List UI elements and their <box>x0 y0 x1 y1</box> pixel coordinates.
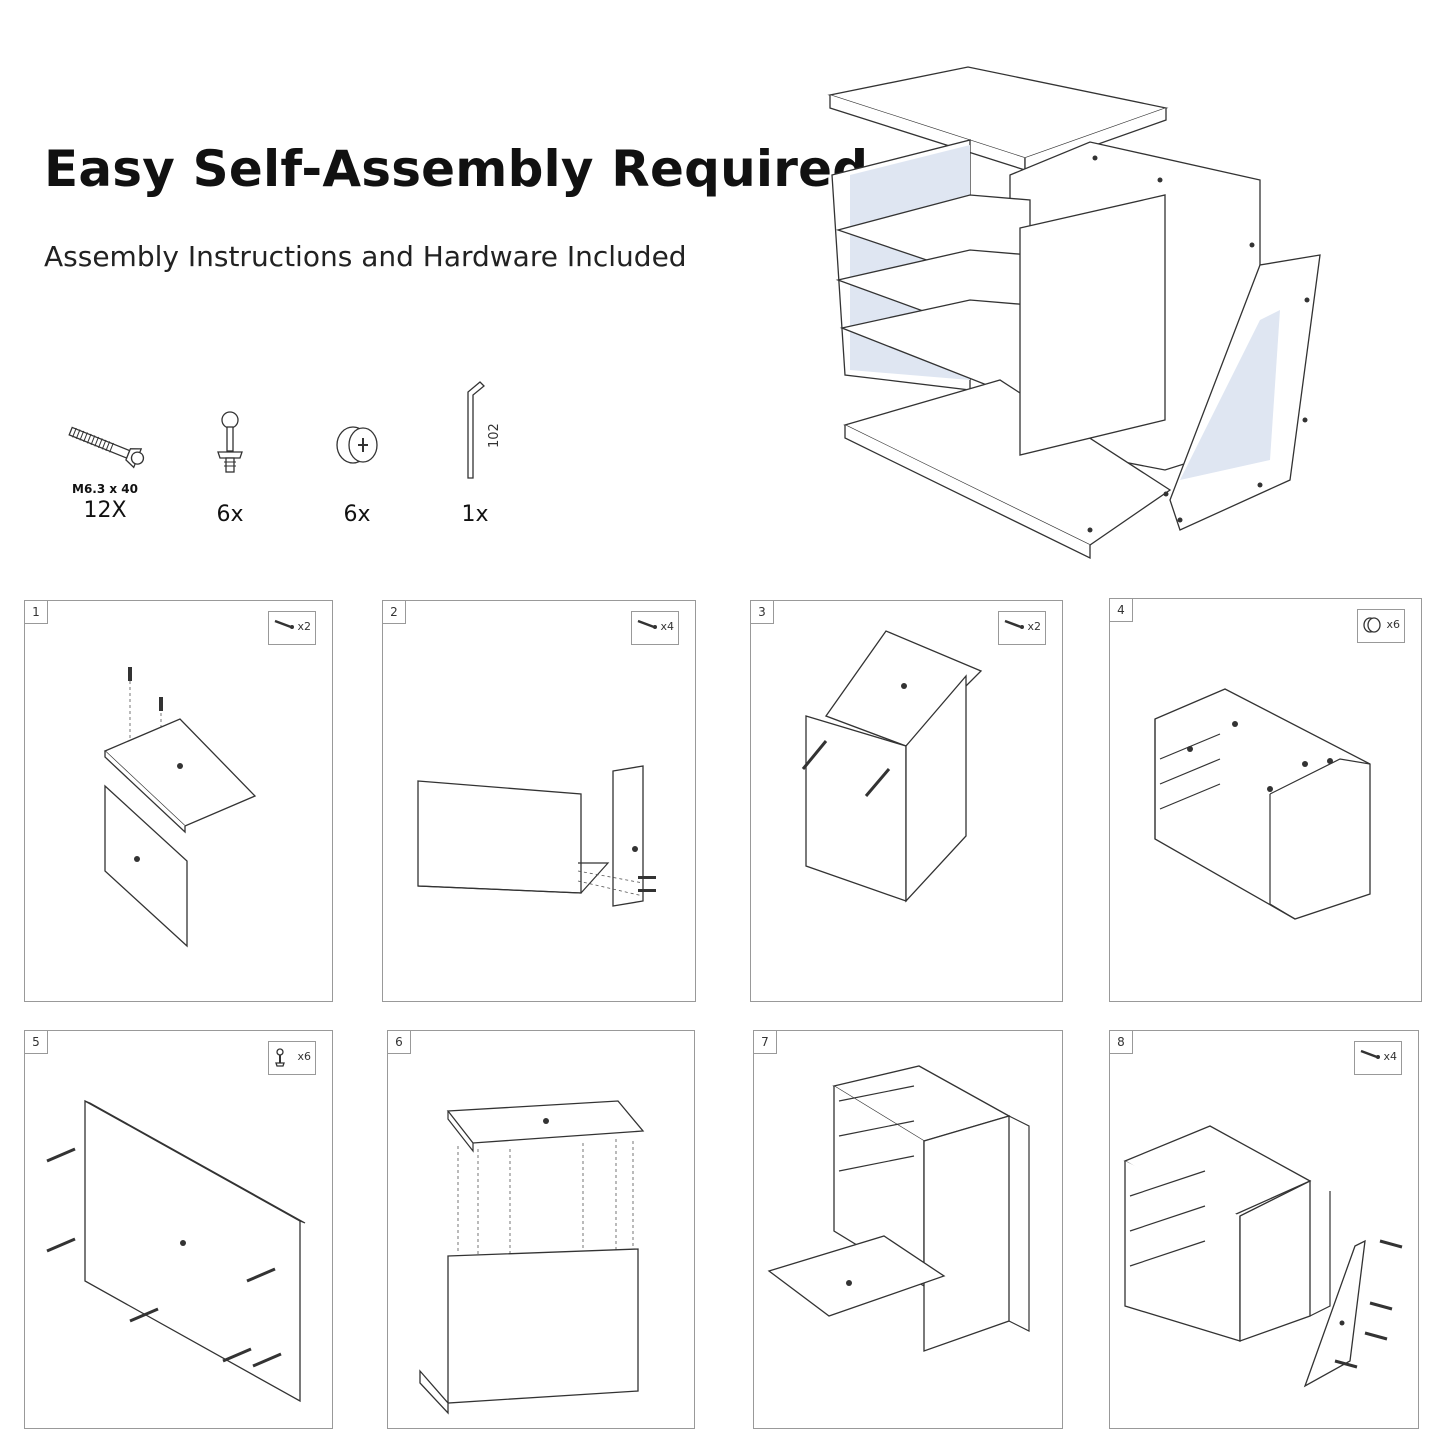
step-hardware-badge: x6 <box>268 1041 316 1075</box>
step-6-panel: 6 <box>387 1030 695 1429</box>
step-number: 5 <box>25 1031 48 1054</box>
step-hardware-count: x4 <box>1383 1050 1397 1063</box>
hardware-item-screw: M6.3 x 40 12X <box>60 410 150 523</box>
step-5-illustration <box>46 1099 306 1403</box>
step-hardware-badge: x4 <box>1354 1041 1402 1075</box>
step-5-panel: 5 x6 <box>24 1030 333 1429</box>
hardware-qty: 6x <box>343 502 371 527</box>
cam-bolt-icon <box>275 1048 285 1067</box>
screw-icon <box>1360 1049 1380 1059</box>
step-3-panel: 3 x2 <box>750 600 1063 1002</box>
step-2-panel: 2 x4 <box>382 600 696 1002</box>
hardware-spec: M6.3 x 40 <box>72 482 138 496</box>
hardware-item-allen-key: 102 1x <box>440 378 510 527</box>
allen-key-size: 102 <box>487 423 502 448</box>
hardware-qty: 12X <box>83 498 127 523</box>
page-title: Easy Self-Assembly Required <box>44 140 869 198</box>
step-number: 4 <box>1110 599 1133 622</box>
step-hardware-count: x4 <box>660 620 674 633</box>
screw-icon <box>274 619 294 629</box>
step-8-panel: 8 x4 <box>1109 1030 1419 1429</box>
step-number: 1 <box>25 601 48 624</box>
hardware-item-cam-bolt: 6x <box>200 408 260 527</box>
step-3-illustration <box>801 630 983 903</box>
step-hardware-count: x6 <box>297 1050 311 1063</box>
step-hardware-badge: x6 <box>1357 609 1405 643</box>
step-hardware-count: x6 <box>1386 618 1400 631</box>
step-number: 7 <box>754 1031 777 1054</box>
step-1-panel: 1 x2 <box>24 600 333 1002</box>
step-7-panel: 7 <box>753 1030 1063 1429</box>
long-screw-icon <box>68 426 145 469</box>
step-1-illustration <box>103 667 257 948</box>
allen-key-icon: 102 <box>467 381 502 479</box>
step-4-illustration <box>1154 688 1371 920</box>
hardware-item-cam-nut: 6x <box>325 420 389 527</box>
step-number: 6 <box>388 1031 411 1054</box>
screw-icon <box>1004 619 1024 629</box>
step-8-illustration <box>1123 1125 1403 1388</box>
step-hardware-count: x2 <box>1027 620 1041 633</box>
step-4-panel: 4 x6 <box>1109 598 1422 1002</box>
step-7-illustration <box>767 1065 1030 1352</box>
step-2-illustration <box>417 765 656 907</box>
step-6-illustration <box>419 1100 645 1415</box>
step-hardware-badge: x2 <box>268 611 316 645</box>
step-number: 8 <box>1110 1031 1133 1054</box>
step-number: 2 <box>383 601 406 624</box>
hardware-qty: 1x <box>461 502 489 527</box>
step-number: 3 <box>751 601 774 624</box>
cam-bolt-icon <box>217 411 243 473</box>
page-subtitle: Assembly Instructions and Hardware Inclu… <box>44 240 687 273</box>
step-hardware-badge: x4 <box>631 611 679 645</box>
step-hardware-count: x2 <box>297 620 311 633</box>
step-hardware-badge: x2 <box>998 611 1046 645</box>
cam-lock-nut-icon <box>336 426 378 464</box>
exploded-cabinet-diagram <box>827 66 1321 560</box>
hardware-qty: 6x <box>216 502 244 527</box>
cam-lock-nut-icon <box>1363 617 1381 633</box>
screw-icon <box>637 619 657 629</box>
